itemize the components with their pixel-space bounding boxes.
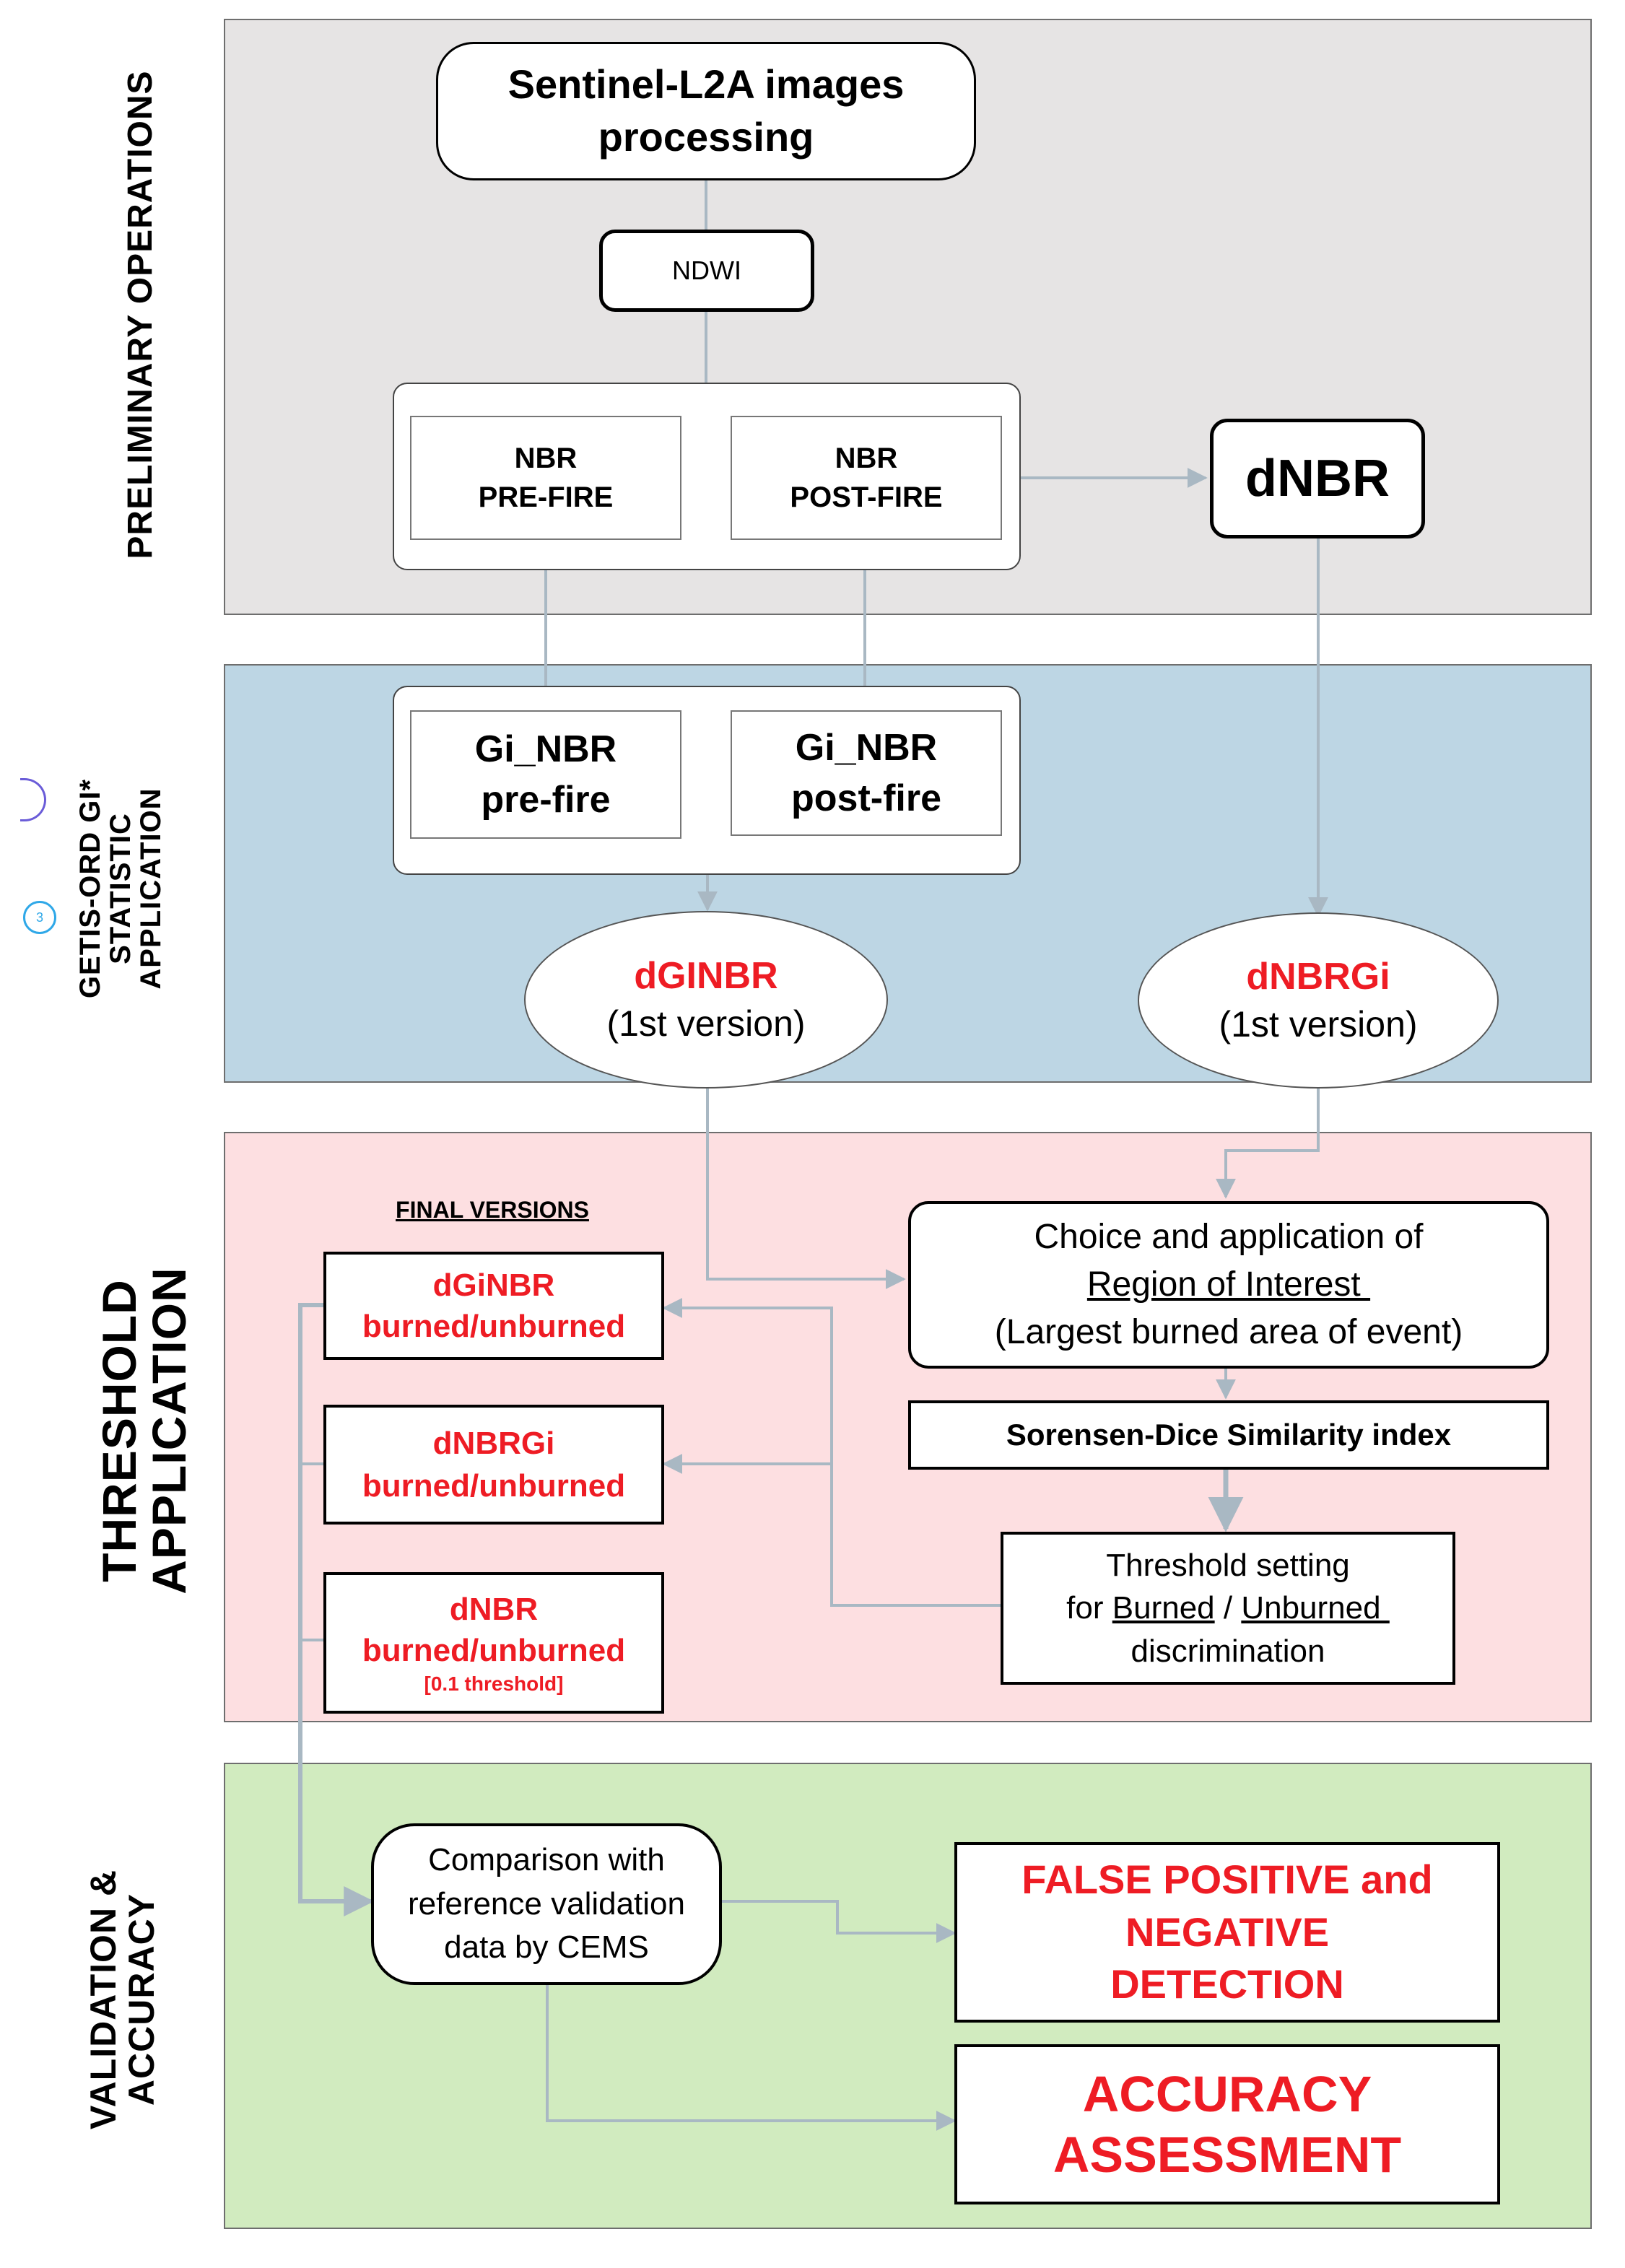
section-label-threshold: THRESHOLD APPLICATION <box>92 1261 196 1600</box>
gi-pre-line2: pre-fire <box>481 779 611 821</box>
nbr-pre-fire-node: NBR PRE-FIRE <box>410 416 681 540</box>
threshold-unburned: Unburned <box>1241 1590 1390 1626</box>
dginbr-first-version-node: dGINBR (1st version) <box>524 911 888 1089</box>
connector-finals-comparison <box>298 1303 375 1916</box>
gi-nbr-pre-fire-node: Gi_NBR pre-fire <box>410 710 681 839</box>
threshold-setting-node: Threshold setting for Burned / Unburned … <box>1001 1532 1455 1685</box>
threshold-line1: Threshold setting <box>1106 1547 1350 1583</box>
gi-post-line1: Gi_NBR <box>795 726 938 769</box>
dnbrgi-subtitle: (1st version) <box>1219 1004 1418 1045</box>
region-of-interest-node: Choice and application of Region of Inte… <box>908 1201 1549 1369</box>
comparison-line1: Comparison with <box>428 1841 665 1877</box>
final-dnbrgi-line1: dNBRGi <box>432 1425 555 1461</box>
nbr-pre-line2: PRE-FIRE <box>478 481 614 513</box>
final-dginbr-line1: dGiNBR <box>432 1267 555 1303</box>
dginbr-subtitle: (1st version) <box>606 1003 806 1044</box>
false-line1: FALSE POSITIVE and <box>1021 1856 1433 1902</box>
nbr-pre-line1: NBR <box>514 442 578 474</box>
gi-nbr-post-fire-node: Gi_NBR post-fire <box>731 710 1002 836</box>
final-dnbr-line3: [0.1 threshold] <box>424 1672 564 1695</box>
final-dginbr-node: dGiNBR burned/unburned <box>323 1252 664 1360</box>
comparison-cems-node: Comparison with reference validation dat… <box>371 1823 722 1985</box>
final-dginbr-line2: burned/unburned <box>362 1309 626 1344</box>
validation-label-line1: VALIDATION & <box>83 1869 123 2130</box>
threshold-for: for <box>1066 1590 1112 1626</box>
roi-line1: Choice and application of <box>1034 1217 1424 1256</box>
section-label-getis: GETIS-ORD GI* STATISTIC APPLICATION <box>74 723 199 1055</box>
connector-dginbr-roi <box>706 1089 906 1289</box>
threshold-line3: discrimination <box>1130 1633 1325 1669</box>
connector-comparison-false <box>722 1900 957 1943</box>
final-versions-heading: FINAL VERSIONS <box>396 1197 589 1223</box>
dnbrgi-title: dNBRGi <box>1246 955 1390 998</box>
threshold-label-line2: APPLICATION <box>142 1267 196 1595</box>
accuracy-line2: ASSESSMENT <box>1053 2127 1402 2183</box>
roi-line3: (Largest burned area of event) <box>994 1313 1463 1352</box>
getis-label-line1: GETIS-ORD GI* <box>74 778 106 999</box>
nbr-post-fire-node: NBR POST-FIRE <box>731 416 1002 540</box>
ndwi-node: NDWI <box>599 230 814 312</box>
sentinel-line2: processing <box>598 114 814 160</box>
comparison-line2: reference validation <box>407 1885 685 1922</box>
final-dnbr-line2: burned/unburned <box>362 1632 626 1668</box>
threshold-slash: / <box>1214 1590 1242 1626</box>
dnbr-node: dNBR <box>1210 419 1425 538</box>
connector-threshold-finals <box>662 1298 1001 1607</box>
marker-number: 3 <box>35 910 43 925</box>
gi-post-line2: post-fire <box>791 777 941 819</box>
connector-dnbrgi-roi <box>1216 1089 1320 1199</box>
getis-label-line2: STATISTIC <box>105 813 136 964</box>
section-label-preliminary: PRELIMINARY OPERATIONS <box>121 70 160 559</box>
section-label-validation: VALIDATION & ACCURACY <box>83 1855 168 2144</box>
marker-number-badge: 3 <box>23 901 56 934</box>
final-dnbrgi-line2: burned/unburned <box>362 1468 626 1504</box>
validation-label-line2: ACCURACY <box>121 1893 162 2106</box>
comparison-line3: data by CEMS <box>444 1929 649 1966</box>
accuracy-assessment-node: ACCURACY ASSESSMENT <box>954 2044 1500 2204</box>
false-line2: NEGATIVE <box>1125 1909 1330 1955</box>
final-dnbr-line1: dNBR <box>449 1591 539 1627</box>
threshold-label-line1: THRESHOLD <box>92 1279 146 1582</box>
threshold-burned: Burned <box>1112 1590 1215 1626</box>
final-dnbr-node: dNBR burned/unburned [0.1 threshold] <box>323 1572 664 1714</box>
dginbr-title: dGINBR <box>634 954 778 997</box>
nbr-post-line1: NBR <box>835 442 898 474</box>
dnbrgi-first-version-node: dNBRGi (1st version) <box>1138 912 1499 1089</box>
sentinel-line1: Sentinel-L2A images <box>507 61 905 108</box>
final-dnbrgi-node: dNBRGi burned/unburned <box>323 1405 664 1525</box>
false-line3: DETECTION <box>1110 1961 1344 2007</box>
gi-pre-line1: Gi_NBR <box>474 728 617 770</box>
roi-line2: Region of Interest <box>1086 1265 1371 1304</box>
sorensen-dice-node: Sorensen-Dice Similarity index <box>908 1400 1549 1470</box>
getis-label-line3: APPLICATION <box>135 788 167 990</box>
false-positive-negative-node: FALSE POSITIVE and NEGATIVE DETECTION <box>954 1842 1500 2023</box>
threshold-line2: for Burned / Unburned <box>1066 1587 1390 1629</box>
accuracy-line1: ACCURACY <box>1082 2066 1372 2122</box>
connector-comparison-accuracy <box>546 1985 957 2131</box>
nbr-post-line2: POST-FIRE <box>790 481 943 513</box>
sentinel-processing-node: Sentinel-L2A images processing <box>436 42 976 180</box>
